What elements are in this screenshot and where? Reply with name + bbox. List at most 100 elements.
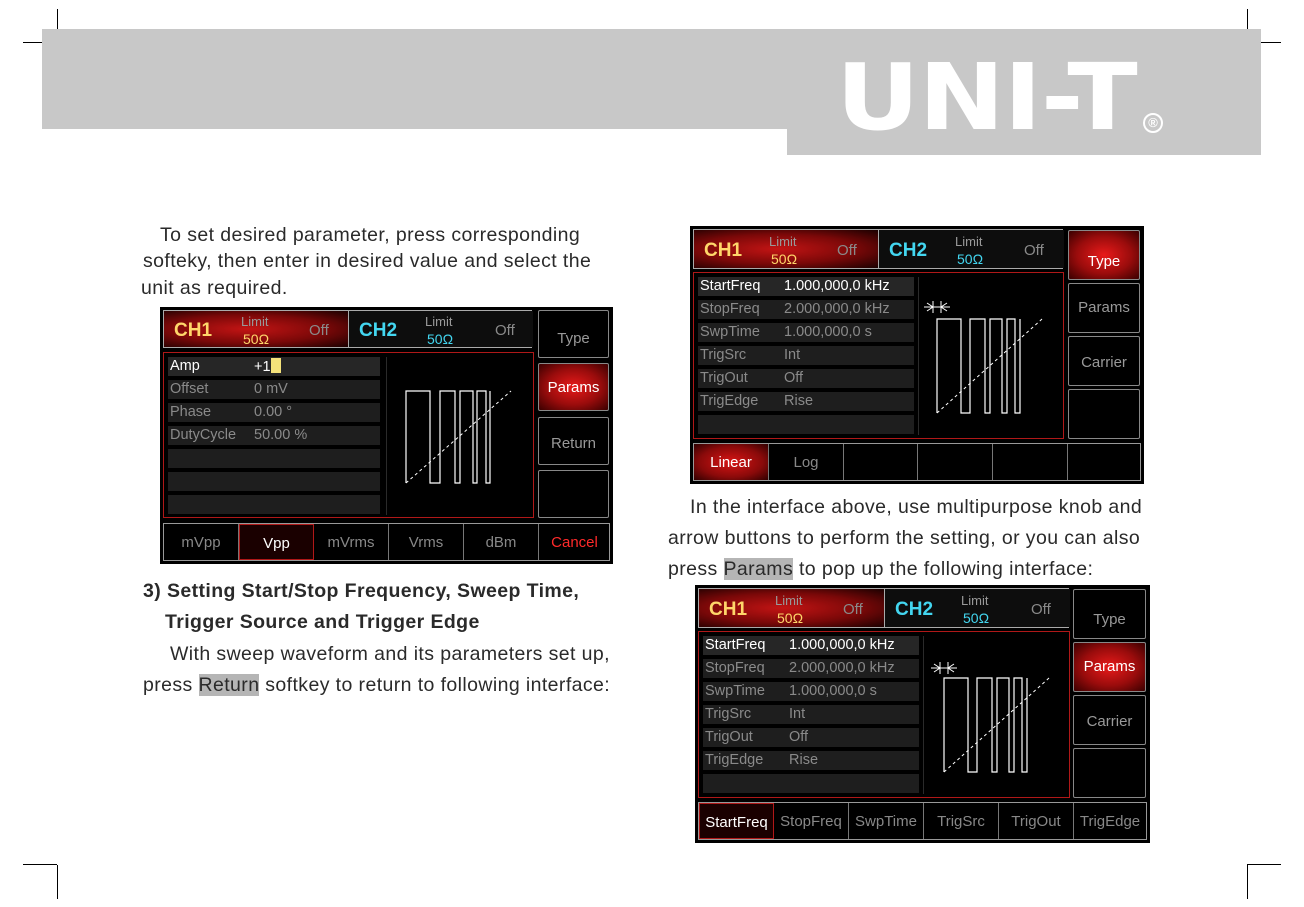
crop-mark (1247, 42, 1281, 43)
param-name: TrigOut (700, 370, 748, 386)
param-row-dutycycle[interactable]: DutyCycle 50.00 % (168, 426, 380, 445)
menu-blank[interactable] (1068, 444, 1140, 480)
softkey-type[interactable]: Type (1073, 589, 1146, 639)
params-para-line-2: arrow buttons to perform the setting, or… (668, 527, 1141, 549)
ch2-segment[interactable]: CH2 Limit 50Ω Off (348, 311, 533, 347)
ch1-impedance: 50Ω (771, 251, 798, 267)
menu-trigedge[interactable]: TrigEdge (1079, 813, 1141, 830)
unit-cancel[interactable]: Cancel (551, 534, 598, 551)
param-value: +1 (254, 359, 271, 375)
intro-line-2: softeky, then enter in desired value and… (143, 250, 592, 272)
softkey-type[interactable]: Type (1068, 230, 1140, 280)
ch2-impedance: 50Ω (427, 331, 454, 347)
menu-blank[interactable] (918, 444, 993, 480)
unit-vpp[interactable]: Vpp (239, 524, 314, 560)
param-row-trigsrc[interactable]: TrigSrc Int (703, 705, 919, 724)
ch1-segment[interactable]: CH1 Limit 50Ω Off (699, 589, 884, 627)
crop-mark (57, 865, 58, 899)
menu-trigsrc[interactable]: TrigSrc (924, 803, 999, 839)
param-name: Phase (170, 404, 212, 420)
crop-mark (23, 42, 57, 43)
sweep-log-button[interactable]: Log (769, 444, 844, 480)
param-value: 0 mV (254, 381, 288, 397)
menu-trigout[interactable]: TrigOut (999, 803, 1074, 839)
ch2-segment[interactable]: CH2 Limit 50Ω Off (878, 230, 1064, 268)
text: softkey to return to following interface… (265, 674, 611, 696)
ch2-output-state: Off (495, 322, 515, 339)
param-row-stopfreq[interactable]: StopFreq 2.000,000,0 kHz (703, 659, 919, 678)
softkey-params[interactable]: Params (1068, 283, 1140, 333)
unit-mvpp[interactable]: mVpp (164, 524, 239, 560)
param-row-swptime[interactable]: SwpTime 1.000,000,0 s (703, 682, 919, 701)
param-row-startfreq[interactable]: StartFreq 1.000,000,0 kHz (703, 636, 919, 655)
param-panel: Amp +1 Offset 0 mV Phase 0.00 ° DutyCycl… (163, 352, 534, 518)
ch2-label: CH2 (895, 599, 934, 620)
param-row-startfreq[interactable]: StartFreq 1.000,000,0 kHz (698, 277, 914, 296)
crop-mark (23, 864, 57, 865)
unit-dbm[interactable]: dBm (464, 524, 539, 560)
param-value: 0.00 ° (254, 404, 293, 420)
param-value: 2.000,000,0 kHz (784, 301, 890, 317)
ch1-output-state: Off (843, 601, 863, 618)
param-row-phase[interactable]: Phase 0.00 ° (168, 403, 380, 422)
param-name: StopFreq (700, 301, 760, 317)
crop-mark (57, 9, 58, 43)
param-row-empty (703, 774, 919, 793)
menu-swptime[interactable]: SwpTime (849, 803, 924, 839)
param-value: 1.000,000,0 kHz (789, 637, 895, 653)
param-row-trigout[interactable]: TrigOut Off (703, 728, 919, 747)
param-name: TrigSrc (705, 706, 752, 722)
param-row-trigedge[interactable]: TrigEdge Rise (703, 751, 919, 770)
menu-stopfreq[interactable]: StopFreq (774, 803, 849, 839)
params-para-line-3: press Params to pop up the following int… (668, 558, 1093, 581)
softkey-blank[interactable] (1068, 389, 1140, 439)
menu-startfreq[interactable]: StartFreq (699, 803, 774, 839)
param-row-trigsrc[interactable]: TrigSrc Int (698, 346, 914, 365)
softkey-carrier[interactable]: Carrier (1068, 336, 1140, 386)
softkey-type[interactable]: Type (538, 310, 609, 358)
softkey-carrier[interactable]: Carrier (1073, 695, 1146, 745)
param-value: Rise (789, 752, 819, 768)
param-value: Off (789, 729, 809, 745)
softkey-return[interactable]: Return (538, 417, 609, 465)
param-row-offset[interactable]: Offset 0 mV (168, 380, 380, 399)
ch2-segment[interactable]: CH2 Limit 50Ω Off (884, 589, 1070, 627)
sweep-linear-button[interactable]: Linear (694, 444, 769, 480)
param-row-trigedge[interactable]: TrigEdge Rise (698, 392, 914, 411)
softkey-params[interactable]: Params (1073, 642, 1146, 692)
crop-mark (1247, 865, 1248, 899)
ch2-limit: Limit (955, 234, 983, 249)
softkey-params[interactable]: Params (538, 363, 609, 411)
param-name: DutyCycle (170, 427, 237, 443)
ch1-limit: Limit (241, 314, 269, 329)
unit-menu-bar: mVpp Vpp mVrms Vrms dBm Cancel (163, 523, 610, 561)
param-row-empty (168, 472, 380, 491)
ch1-limit: Limit (775, 593, 803, 608)
ch2-label: CH2 (359, 320, 398, 341)
menu-blank[interactable] (844, 444, 918, 480)
param-row-amp[interactable]: Amp +1 (168, 357, 380, 376)
ch1-impedance: 50Ω (243, 331, 270, 347)
crop-mark (1247, 9, 1248, 43)
text-cursor (270, 358, 281, 373)
param-row-trigout[interactable]: TrigOut Off (698, 369, 914, 388)
param-row-stopfreq[interactable]: StopFreq 2.000,000,0 kHz (698, 300, 914, 319)
intro-line-3: unit as required. (141, 277, 288, 299)
ch2-limit: Limit (425, 314, 453, 329)
softkey-blank[interactable] (1073, 748, 1146, 798)
param-name: TrigSrc (700, 347, 747, 363)
unit-mvrms[interactable]: mVrms (314, 524, 389, 560)
param-name: TrigOut (705, 729, 753, 745)
section-heading-line-1: 3) Setting Start/Stop Frequency, Sweep T… (143, 580, 580, 602)
param-row-swptime[interactable]: SwpTime 1.000,000,0 s (698, 323, 914, 342)
ch2-impedance: 50Ω (963, 610, 990, 626)
softkey-blank[interactable] (538, 470, 609, 518)
ch1-segment[interactable]: CH1 Limit 50Ω Off (164, 311, 348, 347)
unit-vrms[interactable]: Vrms (389, 524, 464, 560)
param-name: SwpTime (705, 683, 765, 699)
ch1-segment[interactable]: CH1 Limit 50Ω Off (694, 230, 878, 268)
param-value: 2.000,000,0 kHz (789, 660, 895, 676)
key-name-return: Return (198, 674, 260, 696)
ch2-impedance: 50Ω (957, 251, 984, 267)
menu-blank[interactable] (993, 444, 1068, 480)
